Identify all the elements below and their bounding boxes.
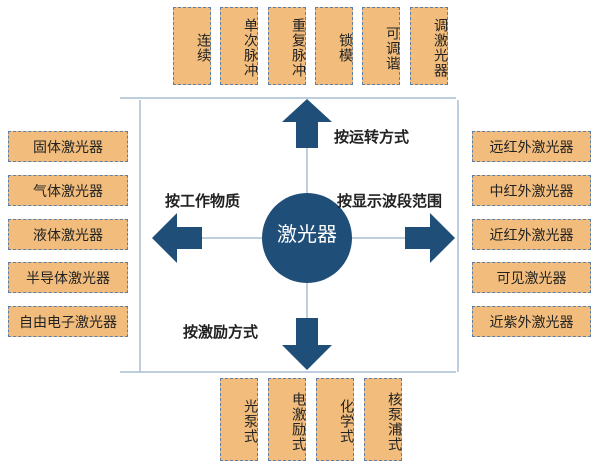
- left-category-box: 固体激光器: [8, 131, 128, 162]
- left-category-box: 半导体激光器: [8, 262, 128, 293]
- branch-label-top: 按运转方式: [334, 128, 410, 146]
- right-category-box: 近红外激光器: [472, 219, 591, 250]
- left-category-box: 自由电子激光器: [8, 306, 128, 337]
- right-category-box: 近紫外激光器: [472, 306, 591, 337]
- center-label: 激光器: [277, 222, 337, 246]
- top-category-box: 可调谐: [362, 7, 400, 85]
- bottom-category-box: 电激励式: [268, 378, 306, 461]
- left-category-box: 液体激光器: [8, 219, 128, 250]
- bottom-category-box: 光泵式: [220, 378, 258, 461]
- right-category-box: 可见激光器: [472, 262, 591, 293]
- arrow-right-icon: [405, 213, 455, 263]
- branch-label-bottom: 按激励方式: [183, 323, 259, 341]
- bottom-category-box: 化学式: [316, 378, 354, 461]
- arrow-down-icon: [282, 318, 332, 370]
- left-category-box: 气体激光器: [8, 175, 128, 206]
- top-category-box: 锁模: [315, 7, 353, 85]
- center-circle: [262, 193, 352, 283]
- right-category-box: 远红外激光器: [472, 131, 591, 162]
- branch-label-left: 按工作物质: [165, 192, 241, 210]
- arrow-up-icon: [282, 99, 332, 148]
- right-category-box: 中红外激光器: [472, 175, 591, 206]
- branch-label-right: 按显示波段范围: [337, 192, 443, 210]
- top-category-box: 重复脉冲: [268, 7, 306, 85]
- top-category-box: 调激光器: [410, 7, 448, 85]
- arrow-left-icon: [152, 213, 202, 263]
- top-category-box: 单次脉冲: [220, 7, 258, 85]
- top-category-box: 连续: [173, 7, 211, 85]
- bottom-category-box: 核泵浦式: [364, 378, 402, 461]
